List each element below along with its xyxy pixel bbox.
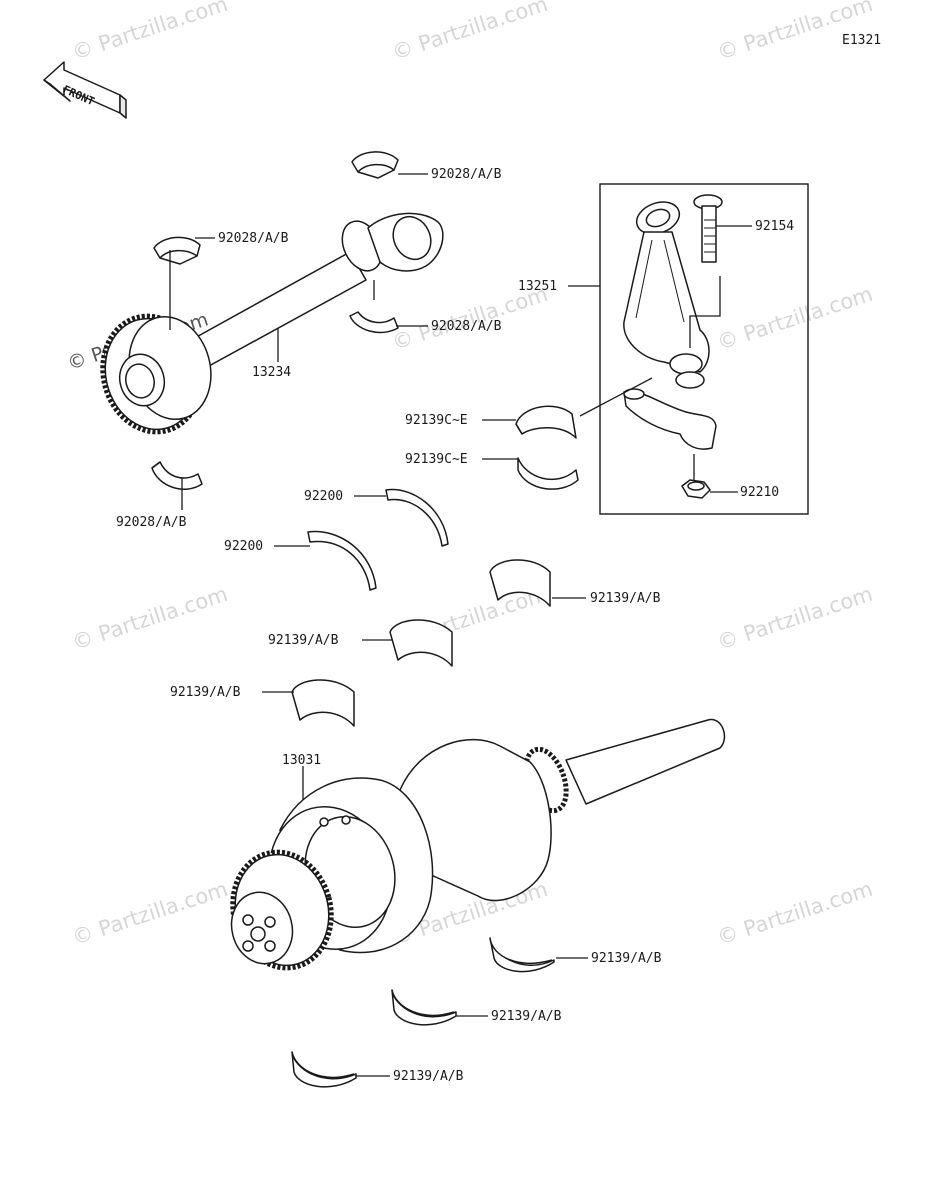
balancer-bearing-bottom bbox=[151, 461, 203, 490]
con-rod-kit-box bbox=[599, 183, 809, 515]
diagram-code: E1321 bbox=[842, 33, 881, 48]
main-bearing-4 bbox=[489, 937, 555, 973]
label-rod-nut: 92210 bbox=[740, 485, 779, 500]
main-bearing-6 bbox=[291, 1051, 357, 1088]
watermark: © Partzilla.com bbox=[389, 0, 551, 65]
label-balancer-bearing: 92028/A/B bbox=[116, 515, 187, 530]
leader-lines bbox=[169, 173, 752, 1077]
connecting-rod bbox=[623, 201, 710, 389]
balancer-gear bbox=[100, 313, 212, 435]
label-balancer-bearing: 92028/A/B bbox=[431, 319, 502, 334]
label-balancer-shaft: 13234 bbox=[252, 365, 291, 380]
label-balancer-bearing: 92028/A/B bbox=[218, 231, 289, 246]
label-thrust-washer: 92200 bbox=[224, 539, 263, 554]
label-rod-bolt: 92154 bbox=[755, 219, 794, 234]
label-main-bearing: 92139/A/B bbox=[591, 951, 662, 966]
label-thrust-washer: 92200 bbox=[304, 489, 343, 504]
rod-nut bbox=[681, 479, 711, 499]
watermark: © Partzilla.com bbox=[714, 582, 876, 655]
thrust-washer-lower bbox=[307, 530, 377, 591]
rod-bolt bbox=[693, 194, 723, 263]
label-main-bearing: 92139/A/B bbox=[491, 1009, 562, 1024]
label-main-bearing: 92139/A/B bbox=[590, 591, 661, 606]
watermark: © Partzilla.com bbox=[69, 877, 231, 950]
balancer-bearing-top bbox=[351, 151, 399, 179]
watermark: © Partzilla.com bbox=[714, 282, 876, 355]
label-main-bearing: 92139/A/B bbox=[170, 685, 241, 700]
main-bearing-1 bbox=[489, 559, 551, 607]
label-crankshaft: 13031 bbox=[282, 753, 321, 768]
label-main-bearing: 92139/A/B bbox=[393, 1069, 464, 1084]
label-balancer-bearing: 92028/A/B bbox=[431, 167, 502, 182]
crankshaft bbox=[230, 718, 726, 971]
watermark: © Partzilla.com bbox=[714, 877, 876, 950]
main-bearing-2 bbox=[389, 619, 453, 667]
label-rod-bearing: 92139C~E bbox=[405, 413, 468, 428]
balancer-bearing-lower bbox=[349, 311, 399, 334]
thrust-washer-upper bbox=[385, 488, 449, 547]
label-main-bearing: 92139/A/B bbox=[268, 633, 339, 648]
balancer-bearing-left bbox=[153, 236, 201, 265]
watermark: © Partzilla.com bbox=[69, 582, 231, 655]
front-arrow-icon: FRONT bbox=[43, 61, 127, 119]
watermark: © Partzilla.com bbox=[69, 0, 231, 65]
balancer-shaft bbox=[100, 212, 444, 435]
rod-cap bbox=[623, 388, 717, 450]
label-connecting-rod: 13251 bbox=[518, 279, 557, 294]
rod-bearing-upper bbox=[515, 405, 577, 439]
rod-bearing-lower bbox=[517, 457, 579, 490]
label-rod-bearing: 92139C~E bbox=[405, 452, 468, 467]
main-bearing-5 bbox=[391, 989, 457, 1026]
main-bearing-3 bbox=[291, 679, 355, 727]
